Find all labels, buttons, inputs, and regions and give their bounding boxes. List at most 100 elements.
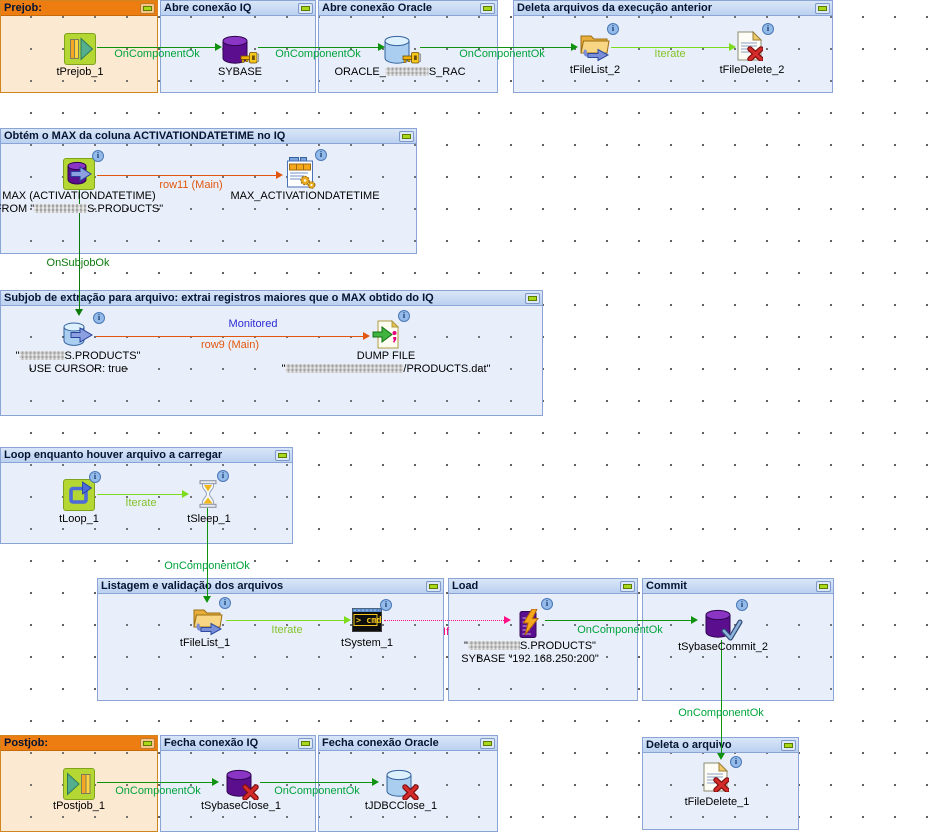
- subjob-title-bar[interactable]: Obtém o MAX da coluna ACTIVATIONDATETIME…: [1, 129, 416, 144]
- info-icon[interactable]: i: [762, 23, 774, 35]
- info-icon[interactable]: i: [730, 756, 742, 768]
- component-file-output[interactable]: i: [372, 310, 410, 349]
- info-icon[interactable]: i: [217, 470, 229, 482]
- conn-iterate-label[interactable]: Iterate: [125, 497, 157, 509]
- subjob-title-bar[interactable]: Load: [449, 579, 637, 594]
- subjob-deleta-arquivos[interactable]: Deleta arquivos da execução anterior: [513, 0, 833, 93]
- conn-iterate-label[interactable]: Iterate: [654, 48, 686, 60]
- collapse-subjob-button[interactable]: [815, 3, 830, 14]
- info-icon[interactable]: i: [89, 471, 101, 483]
- conn-oncomponentok-line[interactable]: [721, 640, 722, 753]
- info-icon[interactable]: i: [607, 23, 619, 35]
- conn-iterate-line[interactable]: [226, 620, 344, 621]
- component-tjdbcclose[interactable]: [386, 769, 420, 800]
- component-tsybasecommit[interactable]: i: [705, 599, 748, 641]
- conn-oncomponentok-label[interactable]: OnComponentOk: [274, 785, 360, 797]
- conn-oncomponentok-line[interactable]: [545, 620, 691, 621]
- subjob-title-bar[interactable]: Abre conexão Oracle: [319, 1, 497, 16]
- subjob-commit[interactable]: Commit: [642, 578, 834, 701]
- conn-row11-line[interactable]: [97, 175, 276, 176]
- conn-oncomponentok-label[interactable]: OnComponentOk: [115, 785, 201, 797]
- subjob-title-bar[interactable]: Abre conexão IQ: [161, 1, 315, 16]
- conn-row11-label[interactable]: row11 (Main): [159, 179, 223, 191]
- component-tloop[interactable]: i: [63, 471, 101, 511]
- conn-onsubjobok-line[interactable]: [79, 190, 80, 309]
- subjob-title-bar[interactable]: Postjob:: [1, 736, 157, 751]
- collapse-subjob-button[interactable]: [140, 738, 155, 749]
- subjob-title-bar[interactable]: Prejob:: [1, 1, 157, 16]
- collapse-subjob-button[interactable]: [480, 738, 495, 749]
- conn-oncomponentok-line[interactable]: [97, 47, 215, 48]
- collapse-subjob-button[interactable]: [781, 740, 796, 751]
- subjob-postjob[interactable]: Postjob:: [0, 735, 158, 832]
- subjob-title-bar[interactable]: Subjob de extração para arquivo: extrai …: [1, 291, 542, 306]
- collapse-subjob-button[interactable]: [298, 738, 313, 749]
- subjob-obtem-max[interactable]: Obtém o MAX da coluna ACTIVATIONDATETIME…: [0, 128, 417, 254]
- info-icon[interactable]: i: [315, 149, 327, 161]
- component-tfilelist-2[interactable]: i: [579, 23, 619, 62]
- conn-oncomponentok-line[interactable]: [207, 508, 208, 596]
- component-tsystem[interactable]: > cmd i: [352, 599, 392, 632]
- conn-oncomponentok-label[interactable]: OnComponentOk: [275, 48, 361, 60]
- subjob-title-bar[interactable]: Loop enquanto houver arquivo a carregar: [1, 448, 292, 463]
- collapse-subjob-button[interactable]: [298, 3, 313, 14]
- info-icon[interactable]: i: [380, 599, 392, 611]
- conn-if-label[interactable]: If: [442, 626, 450, 638]
- subjob-title-bar[interactable]: Fecha conexão Oracle: [319, 736, 497, 751]
- info-icon[interactable]: i: [736, 599, 748, 611]
- component-extract-input[interactable]: i: [62, 312, 105, 349]
- component-bulk-load[interactable]: i: [519, 598, 553, 639]
- info-icon[interactable]: i: [541, 598, 553, 610]
- conn-oncomponentok-line[interactable]: [258, 47, 378, 48]
- subjob-title-bar[interactable]: Commit: [643, 579, 833, 594]
- collapse-subjob-button[interactable]: [480, 3, 495, 14]
- subjob-listagem[interactable]: Listagem e validação dos arquivos: [97, 578, 444, 701]
- subjob-abre-conexao-iq[interactable]: Abre conexão IQ: [160, 0, 316, 93]
- collapse-subjob-button[interactable]: [816, 581, 831, 592]
- conn-oncomponentok-label[interactable]: OnComponentOk: [164, 560, 250, 572]
- subjob-title-bar[interactable]: Deleta arquivos da execução anterior: [514, 1, 832, 16]
- conn-if-line[interactable]: [384, 620, 504, 621]
- subjob-loop[interactable]: Loop enquanto houver arquivo a carregar: [0, 447, 293, 544]
- conn-oncomponentok-label[interactable]: OnComponentOk: [114, 48, 200, 60]
- info-icon[interactable]: i: [398, 310, 410, 322]
- collapse-subjob-button[interactable]: [399, 131, 414, 142]
- conn-oncomponentok-label[interactable]: OnComponentOk: [459, 48, 545, 60]
- conn-oncomponentok-line[interactable]: [420, 47, 571, 48]
- component-tfilelist-1[interactable]: i: [192, 597, 231, 636]
- info-icon[interactable]: i: [93, 312, 105, 324]
- component-tfiledelete-1[interactable]: i: [703, 756, 742, 792]
- collapse-subjob-button[interactable]: [140, 3, 155, 14]
- collapse-subjob-button[interactable]: [620, 581, 635, 592]
- conn-oncomponentok-line[interactable]: [97, 782, 212, 783]
- conn-monitored-label[interactable]: Monitored: [228, 318, 278, 330]
- component-max-input[interactable]: i: [63, 150, 104, 190]
- component-tprejob[interactable]: [64, 33, 96, 65]
- conn-iterate-label[interactable]: Iterate: [271, 624, 303, 636]
- conn-iterate-line[interactable]: [97, 494, 182, 495]
- component-oracle-connection[interactable]: [384, 35, 422, 67]
- conn-iterate-line[interactable]: [611, 47, 729, 48]
- subjob-title-bar[interactable]: Deleta o arquivo: [643, 738, 798, 753]
- collapse-subjob-button[interactable]: [275, 450, 290, 461]
- component-tfiledelete-2[interactable]: i: [737, 23, 774, 61]
- conn-row9-label[interactable]: row9 (Main): [200, 339, 260, 351]
- info-icon[interactable]: i: [219, 597, 231, 609]
- conn-oncomponentok-line[interactable]: [260, 782, 372, 783]
- subjob-extracao[interactable]: Subjob de extração para arquivo: extrai …: [0, 290, 543, 416]
- subjob-title-bar[interactable]: Listagem e validação dos arquivos: [98, 579, 443, 594]
- component-sybase-connection[interactable]: [222, 35, 260, 67]
- component-tsybaseclose[interactable]: [226, 769, 260, 800]
- collapse-subjob-button[interactable]: [426, 581, 441, 592]
- conn-oncomponentok-label[interactable]: OnComponentOk: [678, 707, 764, 719]
- component-tpostjob[interactable]: [63, 768, 95, 800]
- conn-onsubjobok-label[interactable]: OnSubjobOk: [46, 257, 110, 269]
- info-icon[interactable]: i: [92, 150, 104, 162]
- component-tsleep[interactable]: i: [199, 470, 229, 508]
- component-max-activationdatetime[interactable]: i: [286, 149, 327, 189]
- conn-oncomponentok-label[interactable]: OnComponentOk: [577, 624, 663, 636]
- subjob-title-bar[interactable]: Fecha conexão IQ: [161, 736, 315, 751]
- conn-row9-line[interactable]: [96, 336, 363, 337]
- collapse-subjob-button[interactable]: [525, 293, 540, 304]
